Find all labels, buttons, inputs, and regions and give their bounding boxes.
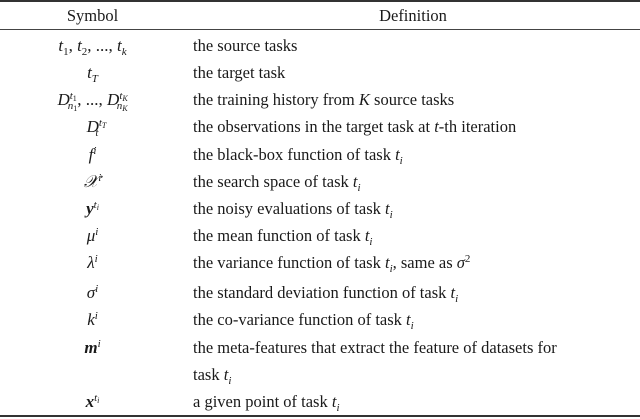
table-row: Dt1n1, ..., DtKnK the training history f… xyxy=(0,86,640,113)
symbol-cell: t1, t2, ..., tk xyxy=(58,36,127,58)
table-row: mi the meta-features that extract the fe… xyxy=(0,334,640,388)
table-row: ki the co-variance function of task ti xyxy=(0,306,640,333)
symbol-cell: λi xyxy=(87,253,98,272)
definition-cell: the variance function of task ti, same a… xyxy=(193,253,471,275)
definition-cell: the source tasks xyxy=(193,36,298,55)
bottom-rule xyxy=(0,415,640,417)
definition-cell-line1: the meta-features that extract the featu… xyxy=(193,338,557,357)
definition-cell: the black-box function of task ti xyxy=(193,145,403,167)
header-definition: Definition xyxy=(379,6,447,25)
table-row: tT the target task xyxy=(0,59,640,86)
table-row: λi the variance function of task ti, sam… xyxy=(0,249,640,276)
header-rule xyxy=(0,29,640,30)
header-symbol: Symbol xyxy=(66,6,119,25)
table-row: fi the black-box function of task ti xyxy=(0,141,640,168)
table-row: 𝒳i the search space of task ti xyxy=(0,168,640,195)
table-row: t1, t2, ..., tk the source tasks xyxy=(0,32,640,59)
symbol-cell: Dt1n1, ..., DtKnK xyxy=(57,90,128,113)
definition-cell: a given point of task ti xyxy=(193,392,340,414)
definition-cell: the training history from K source tasks xyxy=(193,90,455,109)
definition-cell-line2: task ti xyxy=(193,365,232,387)
symbol-cell: σi xyxy=(86,283,99,302)
definition-cell: the mean function of task ti xyxy=(193,226,373,248)
symbol-cell: fi xyxy=(88,145,97,164)
top-rule xyxy=(0,0,640,2)
table-row: DtTt the observations in the target task… xyxy=(0,113,640,140)
symbol-cell: mi xyxy=(84,338,101,357)
definition-cell: the noisy evaluations of task ti xyxy=(193,199,393,221)
symbol-cell: DtTt xyxy=(86,117,107,139)
symbol-cell: μi xyxy=(86,226,99,245)
symbol-cell: xti xyxy=(85,392,100,411)
symbol-cell: yti xyxy=(86,199,99,218)
symbol-cell: ki xyxy=(87,310,98,329)
table-row: xti a given point of task ti xyxy=(0,388,640,415)
definition-cell: the target task xyxy=(193,63,286,82)
definition-cell: the observations in the target task at t… xyxy=(193,117,517,136)
symbol-cell: tT xyxy=(87,63,98,85)
table-row: yti the noisy evaluations of task ti xyxy=(0,195,640,222)
definition-cell: the standard deviation function of task … xyxy=(193,283,459,305)
table-row: σi the standard deviation function of ta… xyxy=(0,279,640,306)
table-row: μi the mean function of task ti xyxy=(0,222,640,249)
definition-cell: the search space of task ti xyxy=(193,172,361,194)
definition-cell: the co-variance function of task ti xyxy=(193,310,414,332)
symbol-cell: 𝒳i xyxy=(83,172,102,191)
